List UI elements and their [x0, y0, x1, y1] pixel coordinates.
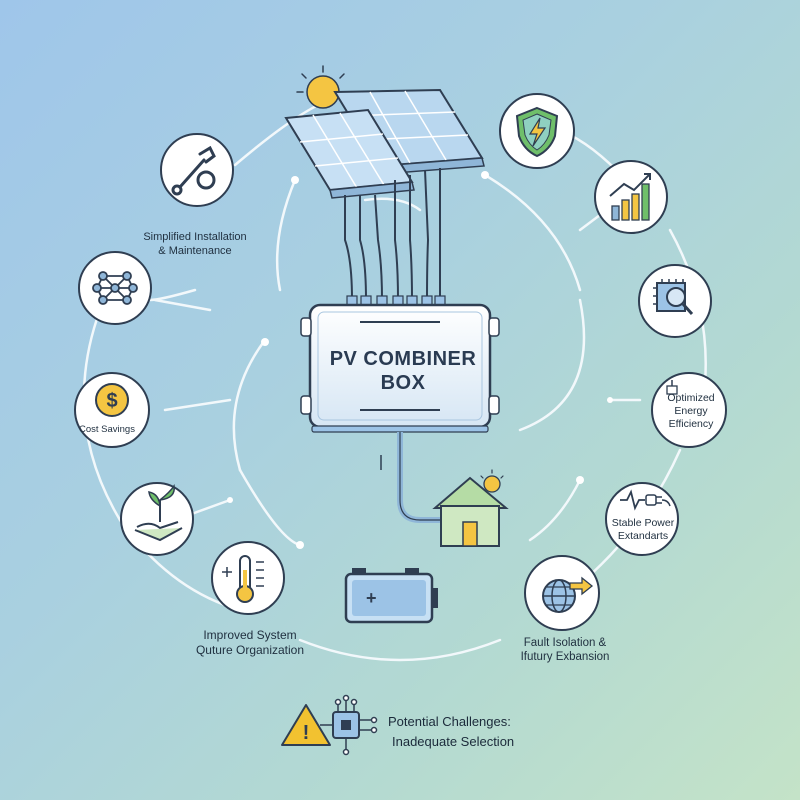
circuit-chip-icon	[320, 694, 378, 756]
warning-triangle-icon	[281, 704, 331, 746]
solar-panel-front	[284, 108, 415, 199]
challenges-title: Potential Challenges:	[388, 714, 511, 729]
benefit-circle-organization	[211, 541, 285, 615]
network-nodes-icon	[92, 271, 138, 305]
shield-lightning-icon	[515, 106, 559, 158]
benefit-circle-cost: $	[74, 372, 150, 448]
plug-icon	[666, 380, 678, 395]
combiner-box-title: PV COMBINER BOX	[313, 347, 493, 395]
title-line-1: PV COMBINER	[329, 348, 477, 370]
thermometer-icon	[222, 555, 264, 603]
challenges-subtitle: Inadequate Selection	[392, 734, 515, 749]
benefit-circle-growth	[594, 160, 668, 234]
benefit-circle-fault-isolation	[524, 555, 600, 631]
hand-plant-icon	[134, 484, 183, 542]
waveform-plug-icon	[620, 489, 671, 511]
string-cables	[344, 168, 441, 301]
label-cost-savings: Cost Savings	[79, 424, 135, 435]
benefit-circle-monitoring	[638, 264, 712, 338]
label-organization: Improved System Quture Organization	[195, 628, 305, 657]
benefit-circle-efficiency	[651, 372, 727, 448]
chip-magnifier-icon	[653, 279, 694, 316]
wrench-gear-icon	[171, 145, 216, 196]
output-cable	[397, 432, 440, 523]
label-efficiency: Optimized Energy Efficiency	[667, 392, 715, 431]
house-icon	[432, 469, 509, 547]
battery-icon	[344, 568, 438, 624]
sun-icon	[296, 65, 345, 109]
svg-text:$: $	[106, 390, 117, 412]
label-fault-isolation: Fault Isolation & Ifutury Exbansion	[520, 637, 610, 664]
battery-plus-symbol: +	[366, 588, 377, 608]
benefit-circle-network	[78, 251, 152, 325]
benefit-circle-stable-power	[605, 482, 679, 556]
label-installation: Simplified Installation & Maintenance	[143, 231, 247, 257]
warning-symbol: !	[303, 722, 310, 744]
benefit-circle-sustainability	[120, 482, 194, 556]
growth-chart-icon	[609, 173, 651, 221]
globe-arrow-icon	[542, 576, 594, 613]
benefit-circle-installation	[160, 133, 234, 207]
benefit-circle-protection	[499, 93, 575, 169]
dollar-coin-icon	[95, 383, 129, 417]
connector-dots	[227, 171, 613, 549]
title-line-2: BOX	[380, 372, 426, 394]
combiner-box	[300, 303, 500, 433]
label-stable-power: Stable Power Extandarts	[611, 517, 675, 543]
cable-glands	[346, 295, 446, 306]
